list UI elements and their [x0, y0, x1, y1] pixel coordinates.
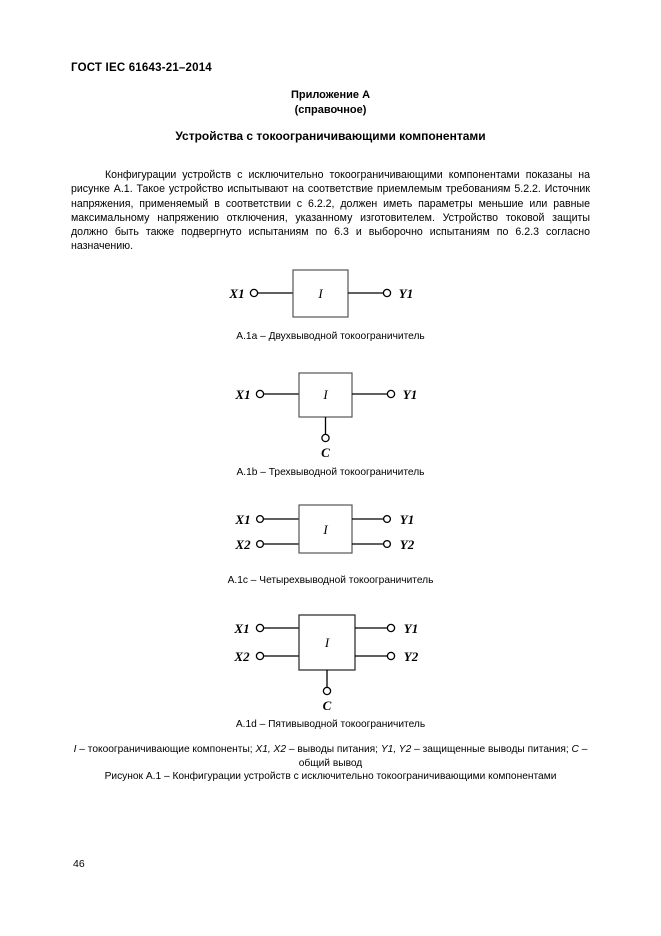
block-label-a1d: I [323, 635, 329, 650]
terminal-label-x1-a1b: X1 [234, 387, 250, 402]
figure-a1a-caption: А.1а – Двухвыводной токоограничитель [236, 331, 425, 342]
legend-text-2: – выводы питания; [286, 744, 381, 755]
figure-a1b: I X1 Y1 C А.1b – Трехвыводной токоограни… [0, 368, 661, 478]
legend-text-1: – токоограничивающие компоненты; [76, 744, 256, 755]
annex-status: (справочное) [294, 104, 367, 116]
figure-a1b-caption: А.1b – Трехвыводной токоограничитель [236, 467, 425, 478]
two-terminal-limiter-svg: I X1 Y1 [228, 269, 413, 318]
terminal-label-y1-a1b: Y1 [402, 387, 416, 402]
terminal-label-y1-a1c: Y1 [399, 512, 413, 527]
figure-a1a: I X1 Y1 А.1а – Двухвыводной токоограничи… [0, 262, 661, 342]
figure-a1d-diagram: I X1 X2 Y1 Y2 C [0, 610, 661, 717]
block-label-a1c: I [322, 522, 328, 537]
five-terminal-limiter-svg: I X1 X2 Y1 Y2 C [233, 614, 418, 713]
figure-legend: I – токоограничивающие компоненты; X1, X… [71, 743, 590, 771]
terminal-label-y2-a1c: Y2 [399, 537, 414, 552]
annex-heading-block: Приложение А (справочное) [0, 88, 661, 118]
page-number: 46 [73, 858, 85, 870]
block-label-a1b: I [322, 387, 328, 402]
legend-symbol-y: Y1, Y2 [380, 744, 412, 755]
terminal-label-y1-a1a: Y1 [398, 286, 412, 301]
body-paragraph: Конфигурации устройств с исключительно т… [71, 169, 590, 253]
terminal-label-y2-a1d: Y2 [403, 649, 418, 664]
figure-a1b-diagram: I X1 Y1 C [0, 368, 661, 465]
block-label-a1a: I [317, 286, 323, 301]
annex-label: Приложение А [290, 89, 371, 101]
terminal-label-c-a1b: C [321, 445, 330, 460]
terminal-label-c-a1d: C [322, 698, 331, 712]
terminal-label-x1-a1c: X1 [234, 512, 250, 527]
terminal-label-x1-a1a: X1 [228, 286, 244, 301]
annex-title: Устройства с токоограничивающими компоне… [175, 129, 486, 143]
legend-symbol-c: C [571, 744, 579, 755]
terminal-label-y1-a1d: Y1 [403, 621, 417, 636]
figure-a1d-caption: А.1d – Пятивыводной токоограничитель [235, 719, 426, 730]
legend-text-4: питания; [527, 744, 572, 755]
terminal-label-x2-a1c: X2 [234, 537, 251, 552]
legend-text-3: – защищенные выводы [411, 744, 525, 755]
terminal-label-x1-a1d: X1 [233, 621, 249, 636]
legend-symbol-i: I [73, 744, 77, 755]
standard-number-header: ГОСТ IEC 61643-21–2014 [71, 62, 212, 74]
figure-a1a-diagram: I X1 Y1 [0, 262, 661, 329]
figure-a1c-diagram: I X1 X2 Y1 Y2 [0, 500, 661, 573]
figure-a1c: I X1 X2 Y1 Y2 А.1c – Четырехвыводной ток… [0, 500, 661, 586]
legend-text-5: – общий вывод [298, 744, 588, 769]
terminal-label-x2-a1d: X2 [233, 649, 250, 664]
four-terminal-limiter-svg: I X1 X2 Y1 Y2 [234, 504, 414, 554]
three-terminal-limiter-svg: I X1 Y1 C [234, 372, 417, 460]
figure-a1c-caption: А.1c – Четырехвыводной токоограничитель [227, 575, 434, 586]
figure-a1d: I X1 X2 Y1 Y2 C А.1d – Пятивыводной токо… [0, 610, 661, 730]
legend-symbol-x: X1, X2 [255, 744, 287, 755]
figure-main-caption: Рисунок А.1 – Конфигурации устройств с и… [104, 771, 557, 782]
